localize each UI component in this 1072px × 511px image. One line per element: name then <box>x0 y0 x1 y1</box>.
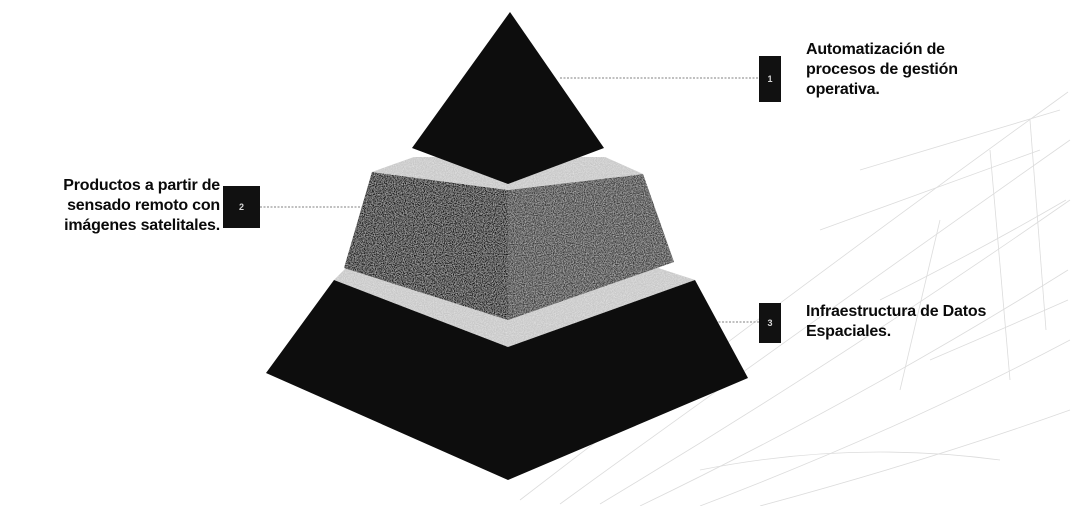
level-2-marker: 2 <box>223 186 260 228</box>
pyramid-top-block <box>412 12 604 184</box>
level-2-label: Productos a partir de sensado remoto con… <box>4 176 220 236</box>
level-3-label: Infraestructura de Datos Espaciales. <box>806 302 1056 342</box>
level-1-label: Automatización de procesos de gestión op… <box>806 40 1016 100</box>
level-3-marker: 3 <box>759 303 781 343</box>
level-1-marker: 1 <box>759 56 781 102</box>
